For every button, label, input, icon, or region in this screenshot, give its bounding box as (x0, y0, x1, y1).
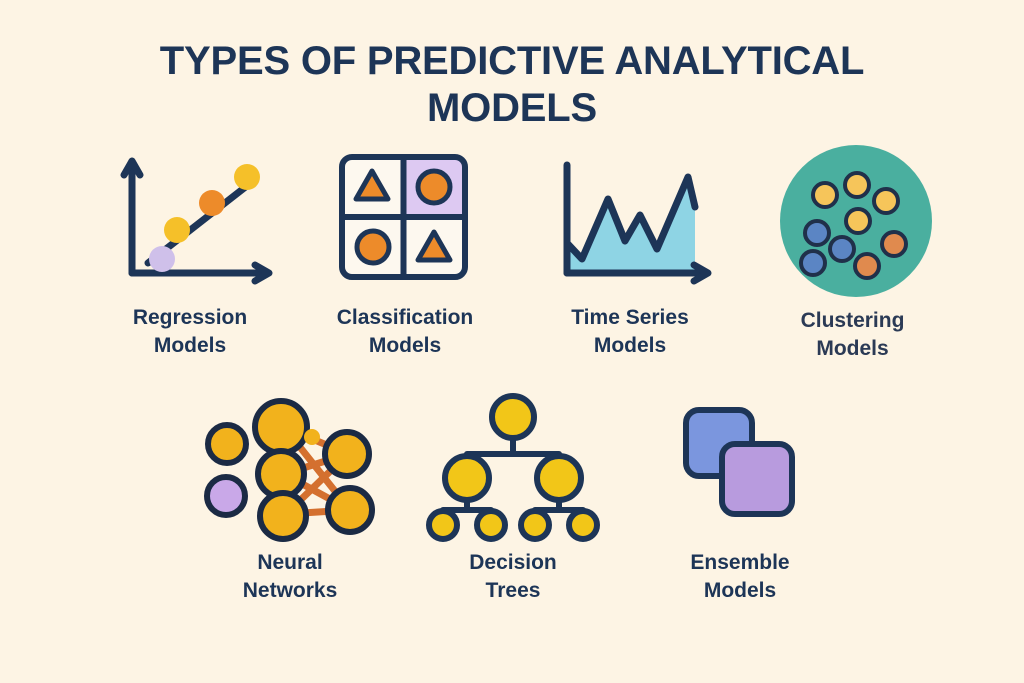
decision-tree-icon (418, 392, 608, 542)
orange-point (199, 190, 225, 216)
card-label-timeseries: Time Series Models (571, 306, 689, 357)
card-label-ensemble: Ensemble Models (690, 551, 790, 602)
yellow-cluster-dot (810, 181, 839, 209)
orange-cluster-dot (852, 252, 881, 280)
area-chart-svg (563, 161, 712, 285)
output-node (325, 485, 375, 535)
square-front-purple (719, 441, 795, 517)
card-neural-networks[interactable]: Neural Networks (195, 392, 385, 604)
x-axis-arrowhead (690, 261, 712, 285)
yellow-cluster-dot (871, 187, 900, 215)
card-ensemble-models[interactable]: Ensemble Models (645, 392, 835, 604)
orange-cluster-dot (879, 230, 908, 258)
card-label-regression: Regression Models (132, 306, 248, 357)
tree-leaf-node (566, 508, 600, 542)
quadrant-grid-svg (339, 154, 468, 280)
card-label-neural: Neural Networks (242, 551, 338, 602)
decision-tree-svg (426, 393, 600, 542)
tree-leaf-node (426, 508, 460, 542)
blue-cluster-dot (827, 235, 856, 263)
cluster-circle-icon (755, 145, 950, 297)
grid-outer-border (339, 154, 468, 280)
output-node (322, 429, 372, 479)
tree-root-node (489, 393, 537, 441)
card-label-classification: Classification Models (336, 306, 474, 357)
scatter-regression-icon (95, 145, 285, 290)
input-node (205, 422, 249, 466)
circle-bottom-left (354, 228, 392, 266)
hidden-node (257, 490, 309, 542)
overlapping-squares-svg (683, 407, 795, 517)
input-node-accent (204, 474, 248, 518)
triangle-bottom-right (415, 229, 453, 263)
blue-cluster-dot (802, 219, 831, 247)
blue-cluster-dot (798, 249, 827, 277)
card-classification-models[interactable]: Classification Models (310, 145, 500, 359)
yellow-cluster-dot (842, 171, 871, 199)
cluster-circle-svg (779, 145, 932, 297)
edge-highlight-dot (304, 429, 320, 445)
area-fill (567, 177, 695, 273)
yellow-cluster-dot (843, 207, 872, 235)
tree-leaf-node (474, 508, 508, 542)
card-label-decision: Decision Trees (469, 551, 557, 602)
card-label-clustering: Clustering Models (800, 309, 905, 360)
area-chart-icon (535, 145, 725, 290)
overlapping-squares-icon (645, 392, 835, 537)
triangle-top-left (353, 168, 391, 202)
quadrant-grid-icon (310, 145, 500, 290)
page-title: TYPES OF PREDICTIVE ANALYTICAL MODELS (159, 39, 865, 131)
neural-network-svg (204, 398, 375, 542)
card-decision-trees[interactable]: Decision Trees (418, 392, 608, 604)
tree-branch-node (534, 453, 584, 503)
hidden-node (252, 398, 310, 456)
lavender-point (149, 246, 175, 272)
neural-network-icon (195, 392, 385, 542)
circle-top-right (415, 168, 453, 206)
yellow-point (164, 217, 190, 243)
y-axis-arrowhead (120, 157, 144, 179)
scatter-regression-svg (120, 157, 273, 285)
tree-leaf-node (518, 508, 552, 542)
card-regression-models[interactable]: Regression Models (95, 145, 285, 359)
tree-branch-node (442, 453, 492, 503)
x-axis-arrowhead (251, 261, 273, 285)
yellow-point (234, 164, 260, 190)
card-time-series-models[interactable]: Time Series Models (535, 145, 725, 359)
series-line (563, 173, 699, 263)
card-clustering-models[interactable]: Clustering Models (755, 145, 950, 362)
